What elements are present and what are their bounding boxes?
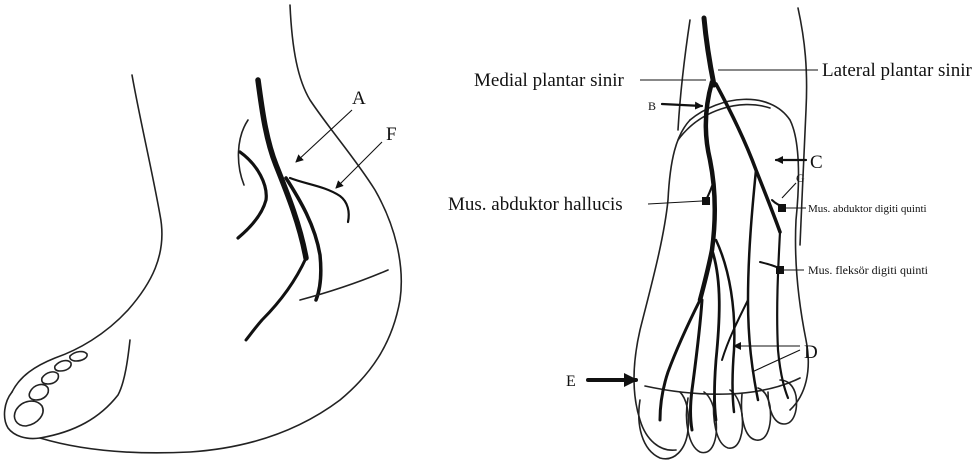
digital-branch-5 bbox=[748, 170, 758, 400]
foot-dorsum-outline bbox=[12, 75, 162, 392]
label-lateral-plantar: Lateral plantar sinir bbox=[822, 60, 972, 81]
flexor-digiti-quinti-marker bbox=[776, 266, 784, 274]
label-g-leader bbox=[782, 183, 796, 198]
toe-3 bbox=[42, 372, 59, 384]
toes-outline bbox=[5, 340, 130, 439]
label-d-leader-2 bbox=[752, 350, 800, 372]
heel-contour bbox=[678, 105, 770, 140]
left-foot-figure: A F bbox=[5, 5, 402, 453]
label-f-leader bbox=[336, 142, 382, 188]
tibial-nerve-trunk bbox=[704, 18, 714, 85]
label-f: F bbox=[386, 124, 397, 145]
leg-left-edge bbox=[678, 20, 690, 130]
medial-branch bbox=[246, 258, 306, 340]
label-medial-plantar: Medial plantar sinir bbox=[474, 70, 625, 91]
label-e: E bbox=[566, 373, 576, 390]
label-a: A bbox=[352, 88, 366, 109]
abductor-digiti-quinti-marker bbox=[778, 204, 786, 212]
lateral-plantar-nerve bbox=[716, 84, 780, 232]
toe-crease bbox=[645, 378, 800, 394]
abductor-hallucis-marker bbox=[702, 197, 710, 205]
toe-2 bbox=[29, 385, 48, 400]
leg-right-edge bbox=[798, 8, 807, 245]
label-a-leader bbox=[296, 110, 352, 162]
malleolus-mark bbox=[238, 152, 266, 238]
toe-5 bbox=[70, 352, 87, 361]
label-flexor-digiti-quinti: Mus. fleksör digiti quinti bbox=[808, 263, 929, 277]
label-g: G bbox=[796, 171, 805, 185]
tibial-nerve bbox=[258, 80, 306, 258]
right-foot-figure: Medial plantar sinir Lateral plantar sin… bbox=[448, 8, 972, 459]
label-d: D bbox=[804, 342, 818, 363]
label-c: C bbox=[810, 152, 823, 173]
sole-outline bbox=[40, 5, 401, 453]
digital-branch-2 bbox=[691, 300, 703, 430]
digital-branch-1 bbox=[660, 300, 700, 420]
label-b: B bbox=[648, 99, 656, 113]
medial-plantar-nerve bbox=[700, 82, 715, 300]
label-abductor-hallucis: Mus. abduktor hallucis bbox=[448, 194, 623, 215]
label-b-arrow bbox=[662, 104, 702, 106]
toe-5-plantar bbox=[768, 380, 797, 424]
label-abductor-digiti-quinti: Mus. abduktor digiti quinti bbox=[808, 203, 927, 215]
toe-3-plantar bbox=[714, 390, 743, 448]
toe-4 bbox=[55, 361, 71, 371]
toe-1 bbox=[14, 401, 43, 426]
abductor-hallucis-leader bbox=[648, 201, 702, 204]
heel-inner-line bbox=[300, 270, 388, 300]
digital-branch-6 bbox=[777, 232, 788, 398]
